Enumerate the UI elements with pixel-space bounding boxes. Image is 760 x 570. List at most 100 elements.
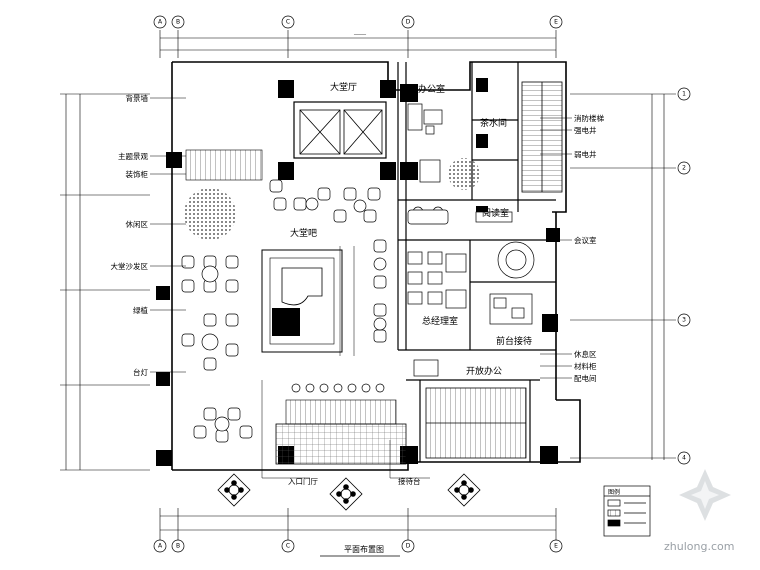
grid-top-label: E bbox=[554, 19, 558, 26]
armchair bbox=[273, 197, 287, 211]
grid-top-bubble bbox=[153, 15, 167, 29]
round-table bbox=[214, 416, 230, 432]
planter-core bbox=[228, 484, 240, 496]
armchair bbox=[181, 279, 195, 293]
top-grid-bubbles: A B C D E bbox=[153, 15, 563, 29]
feature-platform bbox=[261, 246, 355, 356]
armchair bbox=[193, 425, 207, 439]
entrance-planters bbox=[217, 473, 481, 511]
armchair bbox=[343, 187, 357, 201]
room-label-reception: 前台接待 bbox=[496, 335, 532, 347]
armchair bbox=[373, 303, 387, 317]
grid-right-bubble bbox=[677, 451, 691, 465]
stool bbox=[361, 383, 371, 393]
grid-top-label: B bbox=[176, 19, 180, 26]
callout-right-label: 会议室 bbox=[574, 235, 597, 245]
armchair bbox=[373, 329, 387, 343]
room-label-reading: 阅读室 bbox=[482, 207, 509, 219]
grid-top-label: C bbox=[286, 19, 290, 26]
callout-left-label: 台灯 bbox=[133, 367, 148, 377]
stool bbox=[291, 383, 301, 393]
grid-right-bubble bbox=[677, 313, 691, 327]
callout-left-label: 装饰柜 bbox=[126, 169, 149, 179]
grid-top-bubble bbox=[171, 15, 185, 29]
watermark-logo bbox=[679, 469, 731, 521]
armchair bbox=[373, 275, 387, 289]
planter-seat bbox=[238, 487, 244, 493]
stool bbox=[319, 383, 329, 393]
callout-right-label: 强电井 bbox=[574, 125, 597, 135]
armchair bbox=[227, 407, 241, 421]
planter-seat bbox=[461, 494, 467, 500]
grid-bottom-bubble bbox=[153, 539, 167, 553]
entrance-tile-floor bbox=[275, 423, 407, 465]
callout-left-label: 休闲区 bbox=[126, 219, 149, 229]
grid-bottom-label: E bbox=[554, 543, 558, 550]
armchair bbox=[293, 197, 307, 211]
callout-right-label: 弱电井 bbox=[574, 149, 597, 159]
bottom-callouts bbox=[261, 380, 430, 479]
grid-bottom-label: C bbox=[286, 543, 290, 550]
planter-seat bbox=[468, 487, 474, 493]
callout-right-label: 休息区 bbox=[574, 349, 597, 359]
grid-right-label: 4 bbox=[682, 455, 686, 462]
armchair bbox=[181, 255, 195, 269]
stool bbox=[347, 383, 357, 393]
armchair bbox=[203, 313, 217, 327]
watermark-text: zhulong.com bbox=[664, 540, 734, 553]
grid-right-label: 3 bbox=[682, 317, 686, 324]
room-label-tea: 茶水间 bbox=[480, 117, 507, 129]
round-table bbox=[373, 257, 387, 271]
grid-top-bubble bbox=[281, 15, 295, 29]
planter-seat bbox=[343, 484, 349, 490]
callout-left-label: 主题景观 bbox=[118, 151, 148, 161]
legend-title: 图例 bbox=[608, 488, 620, 496]
grid-top-bubble bbox=[549, 15, 563, 29]
grid-bottom-label: A bbox=[158, 543, 163, 550]
grid-bottom-label: B bbox=[176, 543, 180, 550]
planter-seat bbox=[454, 487, 460, 493]
structural-columns bbox=[156, 78, 560, 466]
grid-top-label: A bbox=[158, 19, 163, 26]
grid-top-label: D bbox=[406, 19, 411, 26]
elevator-cores bbox=[293, 101, 387, 159]
stair-left bbox=[185, 149, 263, 181]
round-table bbox=[305, 197, 319, 211]
planter-seat bbox=[231, 494, 237, 500]
armchair bbox=[373, 239, 387, 253]
grid-bottom-bubble bbox=[281, 539, 295, 553]
callout-right-label: 配电间 bbox=[574, 373, 597, 383]
grid-right-bubble bbox=[677, 87, 691, 101]
callout-left-label: 绿植 bbox=[133, 305, 148, 315]
office-furniture bbox=[407, 103, 535, 377]
armchair bbox=[215, 429, 229, 443]
callout-right-label: 消防楼梯 bbox=[574, 113, 604, 123]
round-table bbox=[201, 265, 219, 283]
callout-right-label: 材料柜 bbox=[574, 361, 597, 371]
stool bbox=[333, 383, 343, 393]
grid-bottom-bubble bbox=[549, 539, 563, 553]
bottom-grid-bubbles: A B C D E bbox=[153, 539, 563, 553]
armchair bbox=[363, 209, 377, 223]
callout-left-label: 大堂沙发区 bbox=[111, 261, 149, 271]
dim-top-total: ──── bbox=[353, 32, 367, 38]
callout-reception-desk: 接待台 bbox=[398, 476, 421, 486]
grid-bottom-label: D bbox=[406, 543, 411, 550]
plan-title: 平面布置图 bbox=[344, 544, 384, 554]
stool bbox=[375, 383, 385, 393]
grid-top-bubble bbox=[401, 15, 415, 29]
round-table bbox=[201, 333, 219, 351]
round-table bbox=[353, 199, 367, 213]
round-table bbox=[373, 317, 387, 331]
armchair bbox=[269, 179, 283, 193]
planter-seat bbox=[343, 498, 349, 504]
room-label-open-office: 开放办公 bbox=[466, 365, 502, 377]
planter-seat bbox=[461, 480, 467, 486]
room-label-ceo: 总经理室 bbox=[422, 315, 458, 327]
legend-box bbox=[603, 485, 651, 537]
callout-entrance: 入口门厅 bbox=[288, 477, 318, 486]
